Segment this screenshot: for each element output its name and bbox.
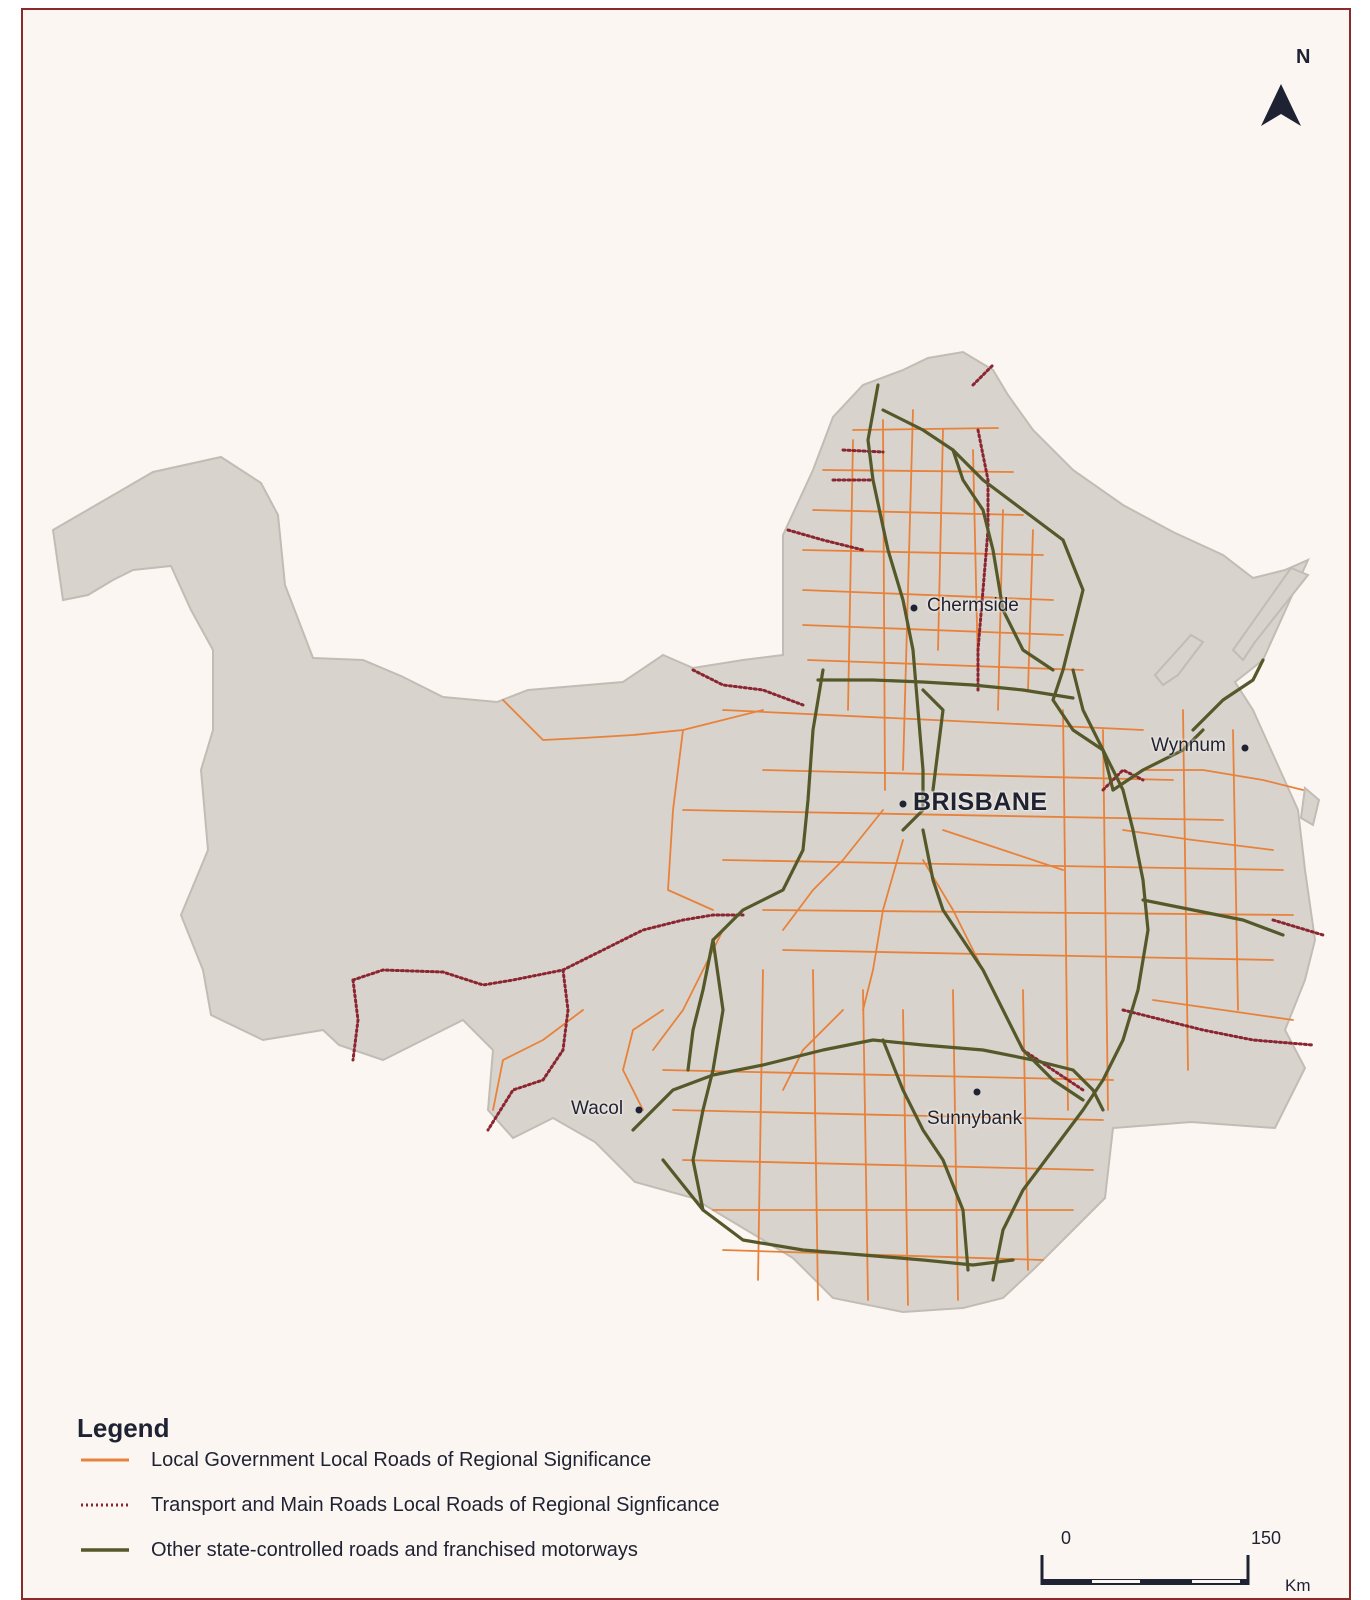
place-label-sunnybank: Sunnybank xyxy=(927,1108,1023,1129)
place-label-brisbane: BRISBANE xyxy=(913,788,1048,816)
legend-item-local: Local Government Local Roads of Regional… xyxy=(79,1445,651,1475)
place-label-wacol: Wacol xyxy=(571,1098,624,1119)
scale-start-label: 0 xyxy=(1061,1528,1072,1548)
legend-item-tmr: Transport and Main Roads Local Roads of … xyxy=(79,1490,719,1520)
north-label: N xyxy=(1296,46,1311,68)
region-landmass xyxy=(51,350,1317,1314)
place-marker-chermside xyxy=(910,604,918,612)
north-arrow-icon xyxy=(1261,84,1301,126)
legend-title: Legend xyxy=(77,1413,170,1443)
bay-island xyxy=(1231,566,1310,662)
bay-island xyxy=(1153,633,1205,687)
legend-label: Local Government Local Roads of Regional… xyxy=(151,1448,652,1471)
map-canvas xyxy=(51,84,1325,1585)
scale-end-label: 150 xyxy=(1251,1528,1282,1548)
scale-bar xyxy=(1040,1555,1250,1585)
legend-label: Other state-controlled roads and franchi… xyxy=(151,1538,638,1561)
place-marker-sunnybank xyxy=(973,1088,981,1096)
coast-islet xyxy=(1299,786,1321,827)
place-marker-brisbane xyxy=(899,800,907,808)
map-frame: Chermside Wynnum BRISBANE Wacol Sunnyban… xyxy=(21,8,1351,1600)
tmr-roads-layer xyxy=(351,363,1325,1132)
place-label-chermside: Chermside xyxy=(927,595,1019,616)
legend-item-state: Other state-controlled roads and franchi… xyxy=(79,1535,638,1565)
place-marker-wynnum xyxy=(1241,744,1249,752)
scale-unit-label: Km xyxy=(1285,1576,1311,1595)
local-roads-layer xyxy=(492,409,1304,1306)
state-roads-layer xyxy=(631,383,1285,1282)
place-label-wynnum: Wynnum xyxy=(1151,735,1226,756)
legend-label: Transport and Main Roads Local Roads of … xyxy=(151,1493,720,1516)
place-marker-wacol xyxy=(635,1106,643,1114)
